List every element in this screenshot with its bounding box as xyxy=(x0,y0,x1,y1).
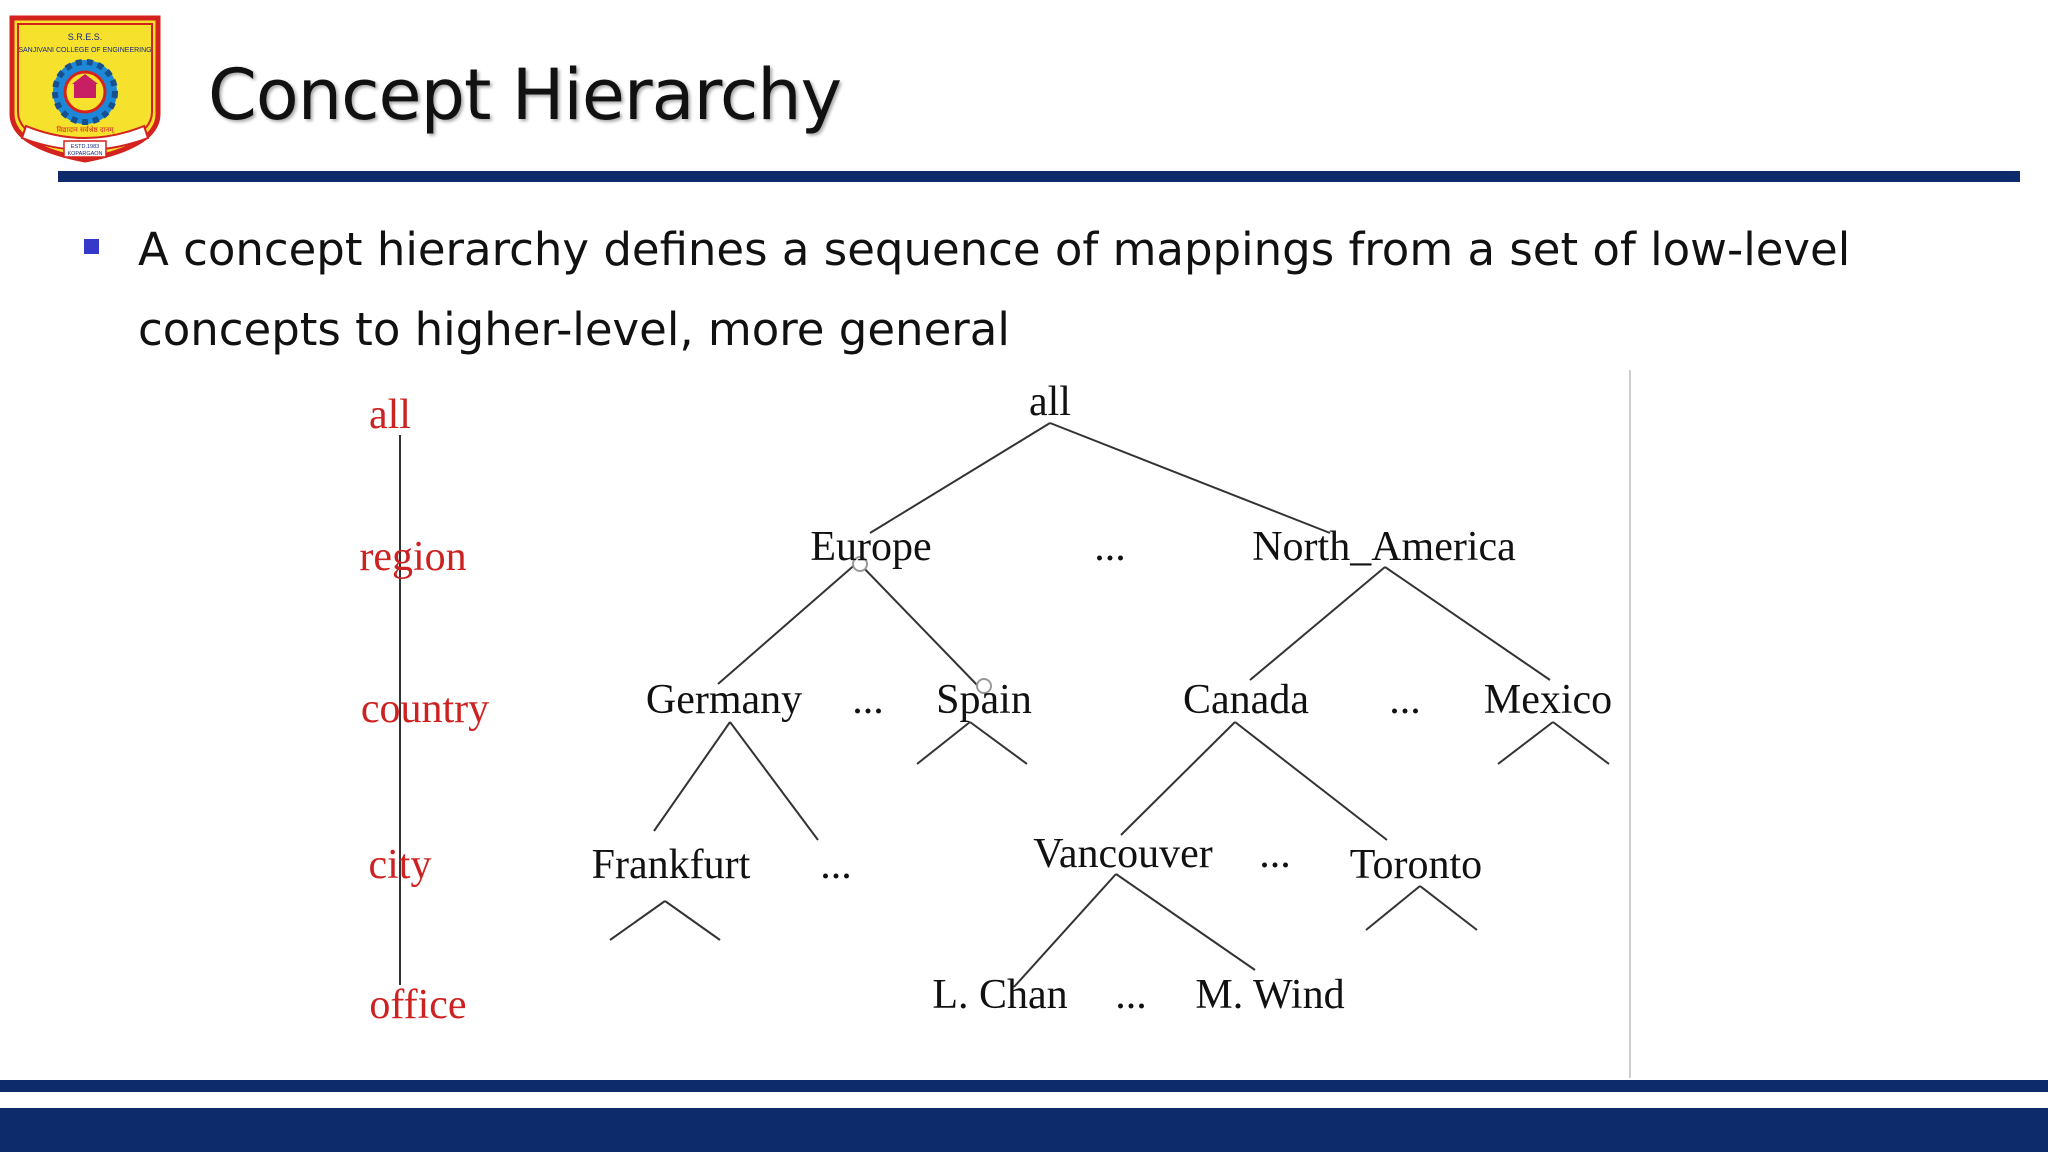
node-city-frankfurt: Frankfurt xyxy=(592,842,751,888)
node-country-canada: Canada xyxy=(1183,677,1309,723)
node-region-ellipsis: ... xyxy=(1094,524,1126,570)
page-title: Concept Hierarchy xyxy=(208,54,842,136)
level-label-region: region xyxy=(359,534,466,580)
svg-text:S.R.E.S.: S.R.E.S. xyxy=(68,32,103,42)
footer-bar xyxy=(0,1108,2048,1152)
svg-text:विद्यादान सर्वश्रेष्ठ दानम्: विद्यादान सर्वश्रेष्ठ दानम् xyxy=(56,125,114,134)
node-root-all: all xyxy=(1029,379,1071,425)
level-label-city: city xyxy=(369,842,432,888)
node-country-mexico: Mexico xyxy=(1484,677,1612,723)
node-office-ellipsis: ... xyxy=(1115,972,1147,1018)
connector-circle xyxy=(852,556,868,572)
node-region-europe: Europe xyxy=(810,524,931,570)
tree-edges xyxy=(609,422,1610,988)
node-region-north-america: North_America xyxy=(1252,524,1516,570)
footer-divider xyxy=(0,1080,2048,1092)
level-label-office: office xyxy=(369,982,466,1028)
node-city-vancouver: Vancouver xyxy=(1033,831,1213,877)
node-country-spain: Spain xyxy=(936,677,1032,723)
connector-circle xyxy=(976,678,992,694)
tree-nodes: all Europe ... North_America Germany ...… xyxy=(592,379,1612,1018)
node-country-germany: Germany xyxy=(646,677,802,723)
svg-text:KOPARGAON: KOPARGAON xyxy=(67,151,102,157)
title-divider xyxy=(58,171,2020,182)
bullet-marker-icon xyxy=(84,239,99,254)
node-city-ellipsis-1: ... xyxy=(820,842,852,888)
node-city-toronto: Toronto xyxy=(1350,842,1482,888)
concept-hierarchy-diagram: all region country city office all Europ… xyxy=(359,379,1612,1028)
node-office-m-wind: M. Wind xyxy=(1195,972,1344,1018)
bullet-text: A concept hierarchy defines a sequence o… xyxy=(138,223,1851,356)
node-country-ellipsis-1: ... xyxy=(852,677,884,723)
node-city-ellipsis-2: ... xyxy=(1259,831,1291,877)
level-labels: all region country city office xyxy=(359,392,489,1028)
svg-text:ESTD.1983: ESTD.1983 xyxy=(71,144,99,150)
node-office-l-chan: L. Chan xyxy=(932,972,1067,1018)
vertical-divider xyxy=(1629,370,1631,1078)
level-label-all: all xyxy=(369,392,411,438)
node-country-ellipsis-2: ... xyxy=(1389,677,1421,723)
level-label-country: country xyxy=(361,686,489,732)
college-logo: S.R.E.S. SANJIVANI COLLEGE OF ENGINEERIN… xyxy=(9,15,161,163)
svg-text:SANJIVANI COLLEGE OF ENGINEERI: SANJIVANI COLLEGE OF ENGINEERING xyxy=(18,47,151,54)
